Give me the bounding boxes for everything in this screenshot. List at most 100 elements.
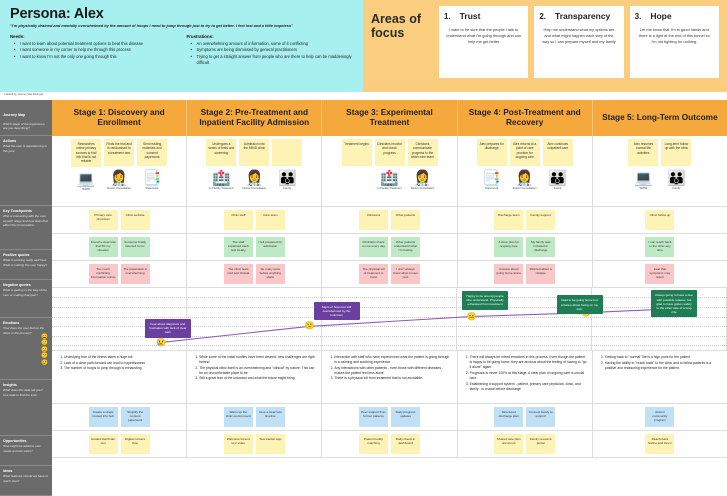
- idea-note[interactable]: Welcome kit and tour video: [223, 434, 253, 454]
- positive-quote-note[interactable]: Clinicians check on me every day: [359, 237, 388, 257]
- insight-item: There will always be mixed emotions in t…: [470, 355, 588, 370]
- positive-quote-note[interactable]: I can reach back to the clinic any time: [645, 237, 675, 257]
- touchpoint-note[interactable]: Clinic website: [120, 210, 150, 230]
- persona-needs: Needs: I want to learn about potential t…: [10, 34, 177, 66]
- action-sticky-note[interactable]: Alex prepares for discharge: [476, 139, 507, 166]
- stage-header[interactable]: Stage 2: Pre-Treatment and Inpatient Fac…: [187, 100, 323, 136]
- positive-quote-note[interactable]: Other patients understand what I'm feeli…: [391, 237, 420, 257]
- action-sticky-note[interactable]: Finds the trial and is randomised to a t…: [104, 139, 135, 166]
- frustrations-heading: Frustrations:: [186, 33, 214, 39]
- idea-note[interactable]: Test tracker app: [255, 434, 285, 454]
- family-icon: 👪: [667, 170, 686, 187]
- insights-cell: Interaction with staff who have experien…: [322, 351, 458, 403]
- rail-header-label: Journey Map: [3, 113, 26, 117]
- action-sticky-note[interactable]: Researches online primary sources to fin…: [71, 139, 102, 167]
- opportunity-note[interactable]: Connect family to support: [526, 407, 556, 427]
- positive-quote-note[interactable]: The staff explained each test clearly: [223, 237, 253, 257]
- idea-note[interactable]: Daily check-in dashboard: [391, 434, 420, 454]
- hospital-icon: 🏥In Facility Treatment: [374, 171, 406, 190]
- insight-item: While some of the initial hurdles have b…: [199, 355, 317, 365]
- action-sticky-note[interactable]: Admission into the MIND clinic: [239, 139, 270, 166]
- action-sticky-note[interactable]: Clinicians communicate progress to the w…: [407, 139, 438, 166]
- negative-quote-note[interactable]: I don't always know what comes next: [391, 264, 420, 284]
- touchpoint-note[interactable]: Other patients: [391, 210, 420, 230]
- stage-header[interactable]: Stage 4: Post-Treatment and Recovery: [458, 100, 593, 136]
- touchpoint-note[interactable]: Family support: [526, 210, 556, 230]
- action-sticky-note[interactable]: [272, 139, 303, 166]
- negative-quote-note[interactable]: The physical toll of treatment is hard: [359, 264, 388, 284]
- positive-quote-note[interactable]: Someone finally listened to me: [120, 237, 150, 257]
- rail-row-question: Who is interacting with the user at each…: [3, 214, 48, 227]
- idea-note[interactable]: Family resource portal: [526, 434, 556, 454]
- rail-row-label: Ideas: [3, 469, 13, 473]
- positive-quote-note[interactable]: Found a clear trial that fits my situati…: [88, 237, 118, 257]
- hospital-icon: 🏥: [380, 170, 399, 187]
- opportunity-note[interactable]: Give a clear test timeline: [255, 407, 285, 427]
- touchpoint-note[interactable]: Clinicians: [359, 210, 388, 230]
- action-icon-label: In Facility Treatment: [209, 187, 234, 190]
- negative-quote-note[interactable]: The clinic feels cold and clinical: [223, 264, 253, 284]
- family-icon: 👪Family: [542, 171, 574, 190]
- stage-header[interactable]: Stage 3: Experimental Treatment: [322, 100, 458, 136]
- positive-quote-note[interactable]: I felt prepared for admission: [255, 237, 285, 257]
- negative-quote-note[interactable]: Too much conflicting information online: [88, 264, 118, 284]
- touchpoints-cell: Clinic follow up: [593, 207, 727, 233]
- idea-note[interactable]: Guided trial finder tool: [88, 434, 118, 454]
- idea-note[interactable]: Reach-back hotline and forum: [645, 434, 675, 454]
- laptop-icon: 💻WWW: [70, 172, 102, 191]
- opportunity-note[interactable]: Simplify the consent paperwork: [120, 407, 150, 427]
- action-sticky-note[interactable]: Sent reading materials and consent paper…: [137, 139, 168, 166]
- laptop-icon: 💻: [634, 170, 653, 187]
- positive-quotes-cell: I can reach back to the clinic any time: [593, 234, 727, 260]
- action-icon-label: In Facility Treatment: [377, 187, 402, 190]
- touchpoint-note[interactable]: Clinic staff: [223, 210, 253, 230]
- emotion-face-icon: 😢: [41, 359, 48, 366]
- focus-card-name: Trust: [459, 11, 481, 21]
- action-sticky-note[interactable]: Alex returns to a point of care provider…: [509, 139, 540, 166]
- negative-quote-note[interactable]: Worried about a relapse: [526, 264, 556, 284]
- stage-header[interactable]: Stage 1: Discovery and Enrollment: [52, 100, 188, 136]
- idea-note[interactable]: Patient buddy matching: [359, 434, 388, 454]
- stage-header[interactable]: Stage 5: Long-Term Outcome: [602, 112, 718, 123]
- action-sticky-note[interactable]: Treatment begins: [341, 139, 372, 166]
- opportunity-note[interactable]: Alumni community program: [645, 407, 675, 427]
- positive-quote-note[interactable]: My family was included in discharge: [526, 237, 556, 257]
- negative-quote-note[interactable]: Anxious about going home alone: [494, 264, 524, 284]
- negative-quote-note[interactable]: Fear that symptoms may return: [645, 264, 675, 284]
- action-icon-label: Paperwork: [485, 187, 499, 190]
- touchpoint-note[interactable]: Primary care physician: [88, 210, 118, 230]
- action-sticky-note[interactable]: Long-term follow up with the clinic: [661, 139, 692, 166]
- rail-row-label: Opportunities: [3, 439, 27, 443]
- action-sticky-note[interactable]: Clinicians monitor and check progress: [374, 139, 405, 166]
- needs-heading: Needs:: [10, 33, 25, 39]
- hospital-icon: 🏥In Facility Treatment: [205, 171, 237, 190]
- touchpoint-note[interactable]: Clinic follow up: [645, 210, 675, 230]
- negative-quote-note[interactable]: So many tests before anything starts: [255, 264, 285, 284]
- opportunity-note[interactable]: Peer support from former patients: [359, 407, 388, 427]
- rail-row-positives: Positive quotes What is working really w…: [0, 250, 52, 280]
- action-icon-label: Family: [672, 187, 681, 190]
- action-item: Clinicians communicate progress to the w…: [407, 139, 438, 203]
- focus-card-number: 1.: [444, 12, 451, 21]
- opportunity-note[interactable]: Create a single trusted info hub: [88, 407, 118, 427]
- opportunity-note[interactable]: Structured discharge plan: [494, 407, 524, 427]
- touchpoint-note[interactable]: Discharge team: [494, 210, 524, 230]
- negative-quote-note[interactable]: The paperwork is overwhelming: [120, 264, 150, 284]
- action-sticky-note[interactable]: Alex continues outpatient care: [542, 139, 573, 166]
- opportunity-note[interactable]: Warm up the clinic environment: [223, 407, 253, 427]
- rail-row-question: What features should we have to reach st…: [3, 474, 49, 483]
- focus-card-name: Hope: [650, 11, 672, 21]
- action-sticky-note[interactable]: Alex resumes normal life activities: [628, 139, 659, 166]
- opportunity-note[interactable]: Daily progress updates: [391, 407, 420, 427]
- idea-note[interactable]: Digital consent flow: [120, 434, 150, 454]
- idea-note[interactable]: Shared care plan document: [494, 434, 524, 454]
- action-sticky-note[interactable]: Undergoes a series of tests and screenin…: [206, 139, 237, 166]
- touchpoint-note[interactable]: Care team: [255, 210, 285, 230]
- positive-quote-note[interactable]: A clear plan for ongoing care: [494, 237, 524, 257]
